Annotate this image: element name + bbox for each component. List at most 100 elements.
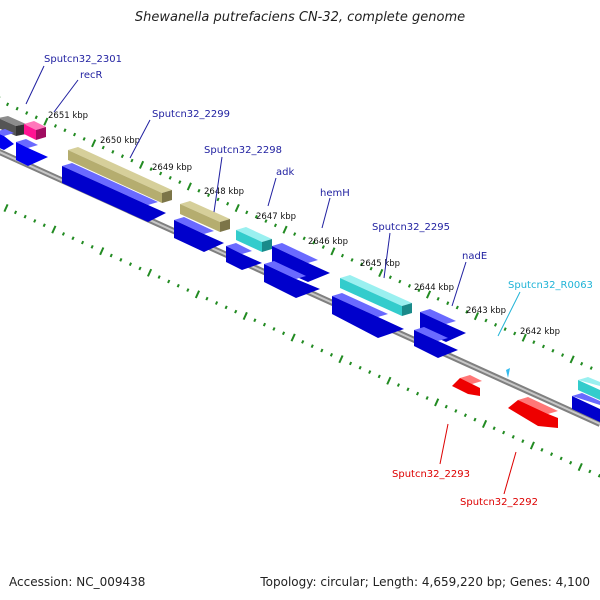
gene-sputcn32-2301[interactable] [0,116,26,136]
ruler-minor-tick [301,339,305,344]
leader-line [383,232,391,279]
ruler-major-tick [3,203,9,213]
ruler-minor-tick [503,327,507,332]
ruler-major-tick [242,311,248,321]
cds-sputcn32-r0063[interactable] [572,393,600,422]
ruler-minor-tick [513,331,517,336]
feature-label: Sputcn32_2301 [44,54,122,65]
ruler-minor-tick [281,331,286,336]
ruler-major-tick [330,247,336,256]
ruler-minor-tick [415,391,420,396]
leader-line [503,451,517,495]
feature-label: recR [80,70,103,81]
ruler-minor-tick [33,219,37,223]
ruler-major-tick [290,333,296,342]
ruler-major-tick [425,290,432,299]
ruler-minor-tick [588,469,592,474]
ruler-major-tick [521,333,527,342]
ruler-minor-tick [417,288,421,293]
ruler-minor-tick [329,352,334,357]
ruler-minor-tick [262,322,267,327]
ruler-minor-tick [368,370,372,375]
gene-sputcn32-r0063[interactable] [578,377,600,400]
ruler-minor-tick [23,214,27,219]
cds-recr[interactable] [16,139,48,166]
ruler-minor-tick [197,188,201,193]
ruler-minor-tick [350,258,354,262]
gene-sputcn32-2298[interactable] [180,201,230,232]
cds-hemh[interactable] [272,243,330,282]
topology-text: Topology: circular; Length: 4,659,220 bp… [260,575,590,589]
cds-sputcn32-2301[interactable] [0,129,14,150]
gene-sputcn32-2293[interactable] [452,375,482,396]
feature-label: Sputcn32_2295 [372,222,450,233]
ruler-minor-tick [167,279,171,284]
ruler-label: 2649 kbp [152,163,192,173]
cds-hemh-2[interactable] [264,261,320,298]
ruler-minor-tick [159,171,163,176]
ruler-minor-tick [493,322,498,327]
ruler-minor-tick [444,404,448,409]
feature-label: adk [276,167,294,178]
ruler-label: 2648 kbp [204,187,244,197]
ruler-label: 2650 kbp [100,136,140,146]
leader-line [497,291,521,337]
ruler-minor-tick [80,240,85,245]
ruler-minor-tick [178,180,182,185]
feature-label: Sputcn32_2292 [460,497,538,508]
ruler-minor-tick [82,137,86,141]
ruler-label: 2646 kbp [308,237,348,247]
ruler-minor-tick [406,387,410,392]
gene-recr[interactable] [24,121,46,140]
leader-line [451,261,467,307]
ruler-major-tick [282,225,288,234]
ruler-major-tick [434,398,440,407]
ruler-minor-tick [425,396,429,400]
ruler-minor-tick [273,223,278,228]
cds-nade-2[interactable] [414,327,458,358]
cds-adk[interactable] [226,243,262,270]
ruler-minor-tick [511,434,515,439]
feature-label: Sputcn32_2293 [392,469,470,480]
ruler-minor-tick [111,149,115,154]
leader-lines [25,65,521,495]
ruler-minor-tick [149,167,153,172]
leader-line [267,177,277,207]
gene-sputcn32-2292[interactable] [508,397,558,428]
ruler-minor-tick [540,447,544,452]
ruler-major-tick [146,268,153,277]
rna-marker [506,368,510,378]
map-title: Shewanella putrefaciens CN-32, complete … [134,10,466,25]
ruler-minor-tick [120,154,125,159]
ruler-minor-tick [264,219,268,223]
ruler-minor-tick [492,426,496,431]
gene-sputcn32-2299[interactable] [68,147,172,203]
cds-sputcn32-2295[interactable] [332,293,404,338]
cds-sputcn32-2299[interactable] [62,163,166,222]
ruler-minor-tick [157,275,161,279]
ruler-minor-tick [551,348,555,353]
ruler-minor-tick [272,327,276,331]
ruler-minor-tick [176,283,180,288]
ruler-minor-tick [484,318,488,323]
ruler-label: 2644 kbp [414,283,454,293]
ruler-ticks-lower [3,203,600,478]
ruler-minor-tick [396,383,401,387]
ruler-major-tick [481,419,488,429]
gene-adk[interactable] [236,227,272,252]
ruler-major-tick [43,117,49,126]
cds-sputcn32-2298[interactable] [174,217,224,252]
ruler-label: 2643 kbp [466,306,506,316]
gene-sputcn32-2295[interactable] [340,275,412,316]
ruler-minor-tick [34,115,38,120]
ruler-minor-tick [214,301,219,305]
feature-label: Sputcn32_2299 [152,109,230,120]
ruler-minor-tick [168,175,172,180]
ruler-minor-tick [446,301,450,306]
ruler-minor-tick [369,266,373,271]
ruler-minor-tick [358,365,362,370]
ruler-minor-tick [119,257,123,262]
ruler-minor-tick [312,240,316,245]
